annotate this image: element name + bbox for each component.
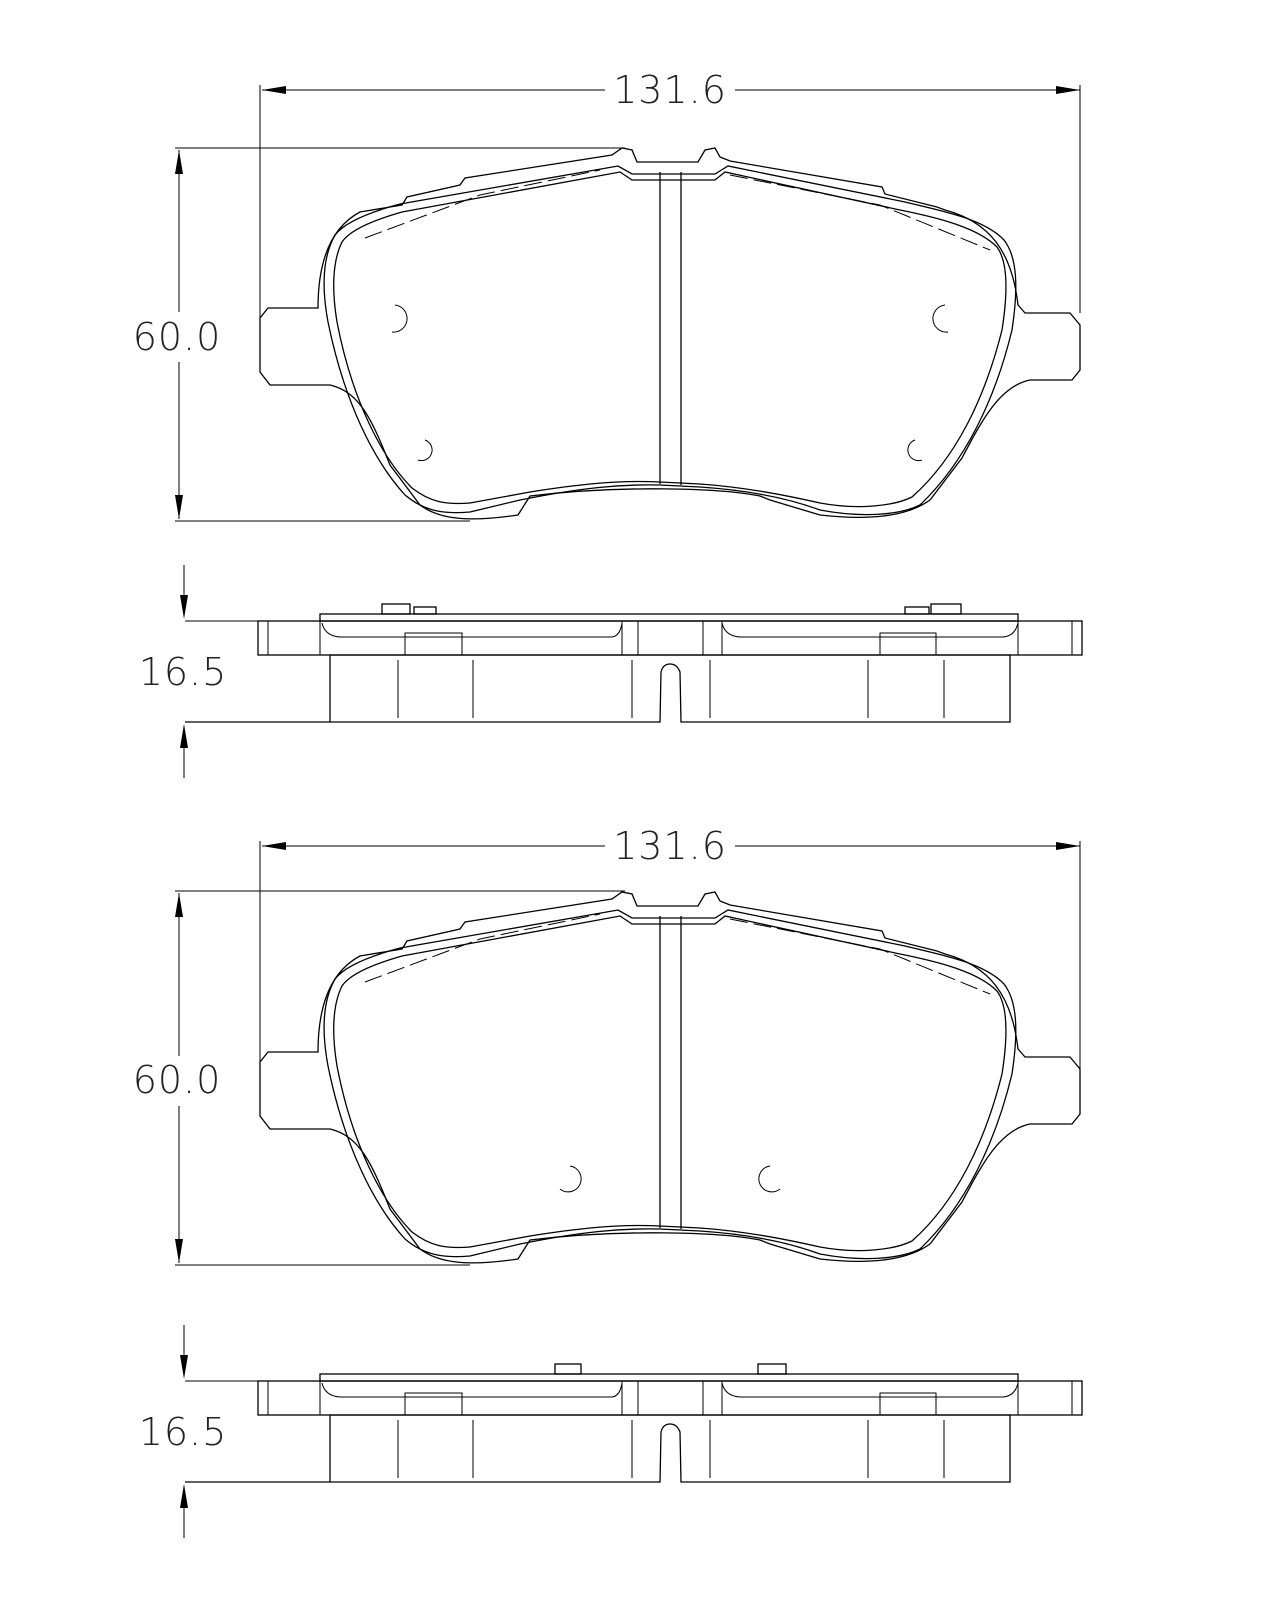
thickness-dimension-label: 16.5 [139, 1410, 228, 1454]
thickness-dimension-label: 16.5 [139, 650, 228, 694]
shim-tab [904, 606, 930, 615]
arrow-up-icon [175, 893, 183, 917]
width-dimension: 131.6 [259, 68, 1081, 318]
arrow-down-icon [180, 1355, 188, 1379]
arrow-left-icon [262, 842, 286, 850]
arrow-up-icon [180, 724, 188, 748]
friction-material [333, 171, 1007, 508]
arrow-left-icon [262, 86, 286, 94]
arrow-down-icon [180, 595, 188, 619]
arrow-right-icon [1056, 86, 1080, 94]
upper-pad-views: 131.6 60.0 [133, 68, 1083, 778]
height-dimension-label: 60.0 [133, 1058, 222, 1102]
shim-tab [757, 1363, 787, 1375]
shim-tab [554, 1363, 582, 1375]
hole-icon [932, 304, 949, 333]
hole-icon [559, 1165, 582, 1193]
height-dimension-label: 60.0 [133, 315, 222, 359]
arrow-down-icon [175, 1239, 183, 1263]
arrow-down-icon [175, 495, 183, 519]
width-dimension-label: 131.6 [613, 68, 727, 112]
shim-tab [381, 603, 411, 615]
width-dimension-label: 131.6 [613, 824, 727, 868]
hole-icon [391, 304, 408, 333]
arrow-up-icon [180, 1484, 188, 1508]
pad-side-view: 16.5 [139, 1325, 1083, 1538]
pad-plan-view [259, 147, 1081, 520]
width-dimension: 131.6 [259, 824, 1081, 1074]
arrow-up-icon [175, 150, 183, 174]
height-dimension: 60.0 [133, 890, 625, 1266]
shim-tab [413, 606, 437, 615]
friction-outer-outline [323, 165, 1017, 516]
shim-tab [930, 603, 962, 615]
friction-material [333, 915, 1007, 1252]
backing-plate-side [257, 620, 1083, 656]
height-dimension: 60.0 [133, 147, 625, 522]
lower-pad-views: 131.6 60.0 [133, 824, 1083, 1538]
pad-plan-view [259, 891, 1081, 1264]
arrow-right-icon [1056, 842, 1080, 850]
pad-side-view: 16.5 [139, 565, 1083, 778]
hole-icon [758, 1165, 781, 1193]
backing-plate-outline [259, 147, 1081, 520]
shim [319, 613, 1019, 622]
hole-icon [417, 439, 433, 462]
friction-side [185, 654, 1011, 723]
hole-icon [907, 439, 923, 462]
